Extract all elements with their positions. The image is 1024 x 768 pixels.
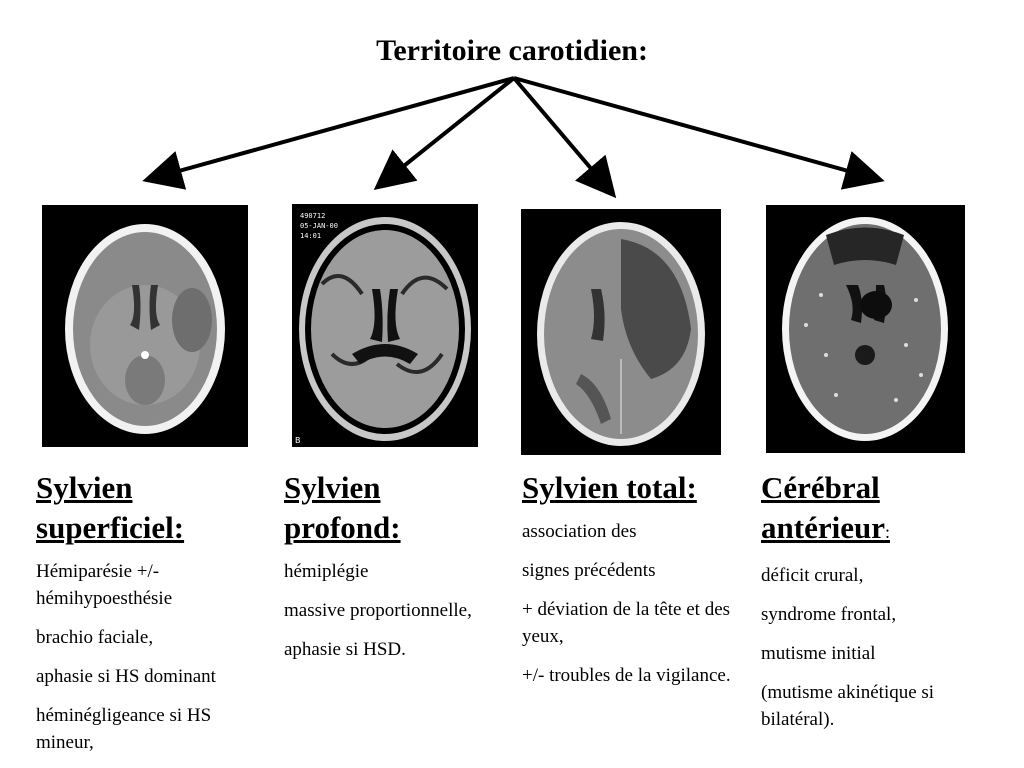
symptom-line: + déviation de la tête et des yeux, [522, 599, 731, 647]
column-cerebral-anterieur: Cérébral antérieur: déficit crural, synd… [761, 468, 991, 745]
scan-corner-label: B [295, 436, 301, 445]
symptom-line: brachio faciale, [36, 627, 154, 648]
arrow-tree [142, 76, 885, 199]
ct-scan-cerebral-anterieur [766, 205, 965, 453]
svg-text:14:01: 14:01 [300, 232, 321, 240]
heading-cerebral-anterieur: Cérébral antérieur: [761, 470, 890, 545]
column-sylvien-superficiel: Sylvien superficiel: Hémiparésie +/- hém… [36, 468, 260, 768]
svg-text:05-JAN-00: 05-JAN-00 [300, 222, 338, 230]
ct-scan-sylvien-total [521, 209, 721, 455]
symptom-line: aphasie si HS dominant [36, 666, 216, 687]
column-sylvien-total: Sylvien total: association des signes pr… [522, 468, 744, 701]
heading-sylvien-superficiel: Sylvien superficiel: [36, 470, 185, 545]
heading-sylvien-profond: Sylvien profond: [284, 470, 401, 545]
symptom-line: aphasie si HSD. [284, 639, 406, 660]
heading-suffix: : [884, 522, 890, 542]
arrow-to-sylvien-profond [373, 76, 516, 190]
arrow-to-cerebral-anterieur [513, 76, 885, 190]
heading-sylvien-total: Sylvien total: [522, 470, 697, 505]
symptom-line: +/- troubles de la vigilance. [522, 665, 731, 686]
arrow-to-sylvien-total [512, 76, 617, 199]
symptom-line: hémiplégie [284, 561, 369, 582]
symptom-line: déficit crural, [761, 565, 864, 586]
column-sylvien-profond: Sylvien profond: hémiplégie massive prop… [284, 468, 494, 675]
symptom-line: massive proportionnelle, [284, 600, 472, 621]
diagram-title: Territoire carotidien: [376, 34, 648, 67]
ct-scan-sylvien-superficiel [42, 205, 248, 447]
symptom-line: syndrome frontal, [761, 604, 897, 625]
symptom-line: (mutisme akinétique si bilatéral). [761, 682, 935, 730]
symptom-line: association des [522, 521, 637, 542]
symptom-line: mutisme initial [761, 643, 876, 664]
mri-scan-sylvien-profond: 490712 05-JAN-00 14:01 B [292, 204, 478, 447]
symptom-line: héminégligeance si HS mineur, [36, 705, 212, 753]
symptom-line: Hémiparésie +/- hémihypoesthésie [36, 561, 173, 609]
arrow-to-sylvien-superficiel [142, 76, 515, 190]
scan-overlay-text: 490712 [300, 212, 325, 220]
symptom-line: signes précédents [522, 560, 656, 581]
